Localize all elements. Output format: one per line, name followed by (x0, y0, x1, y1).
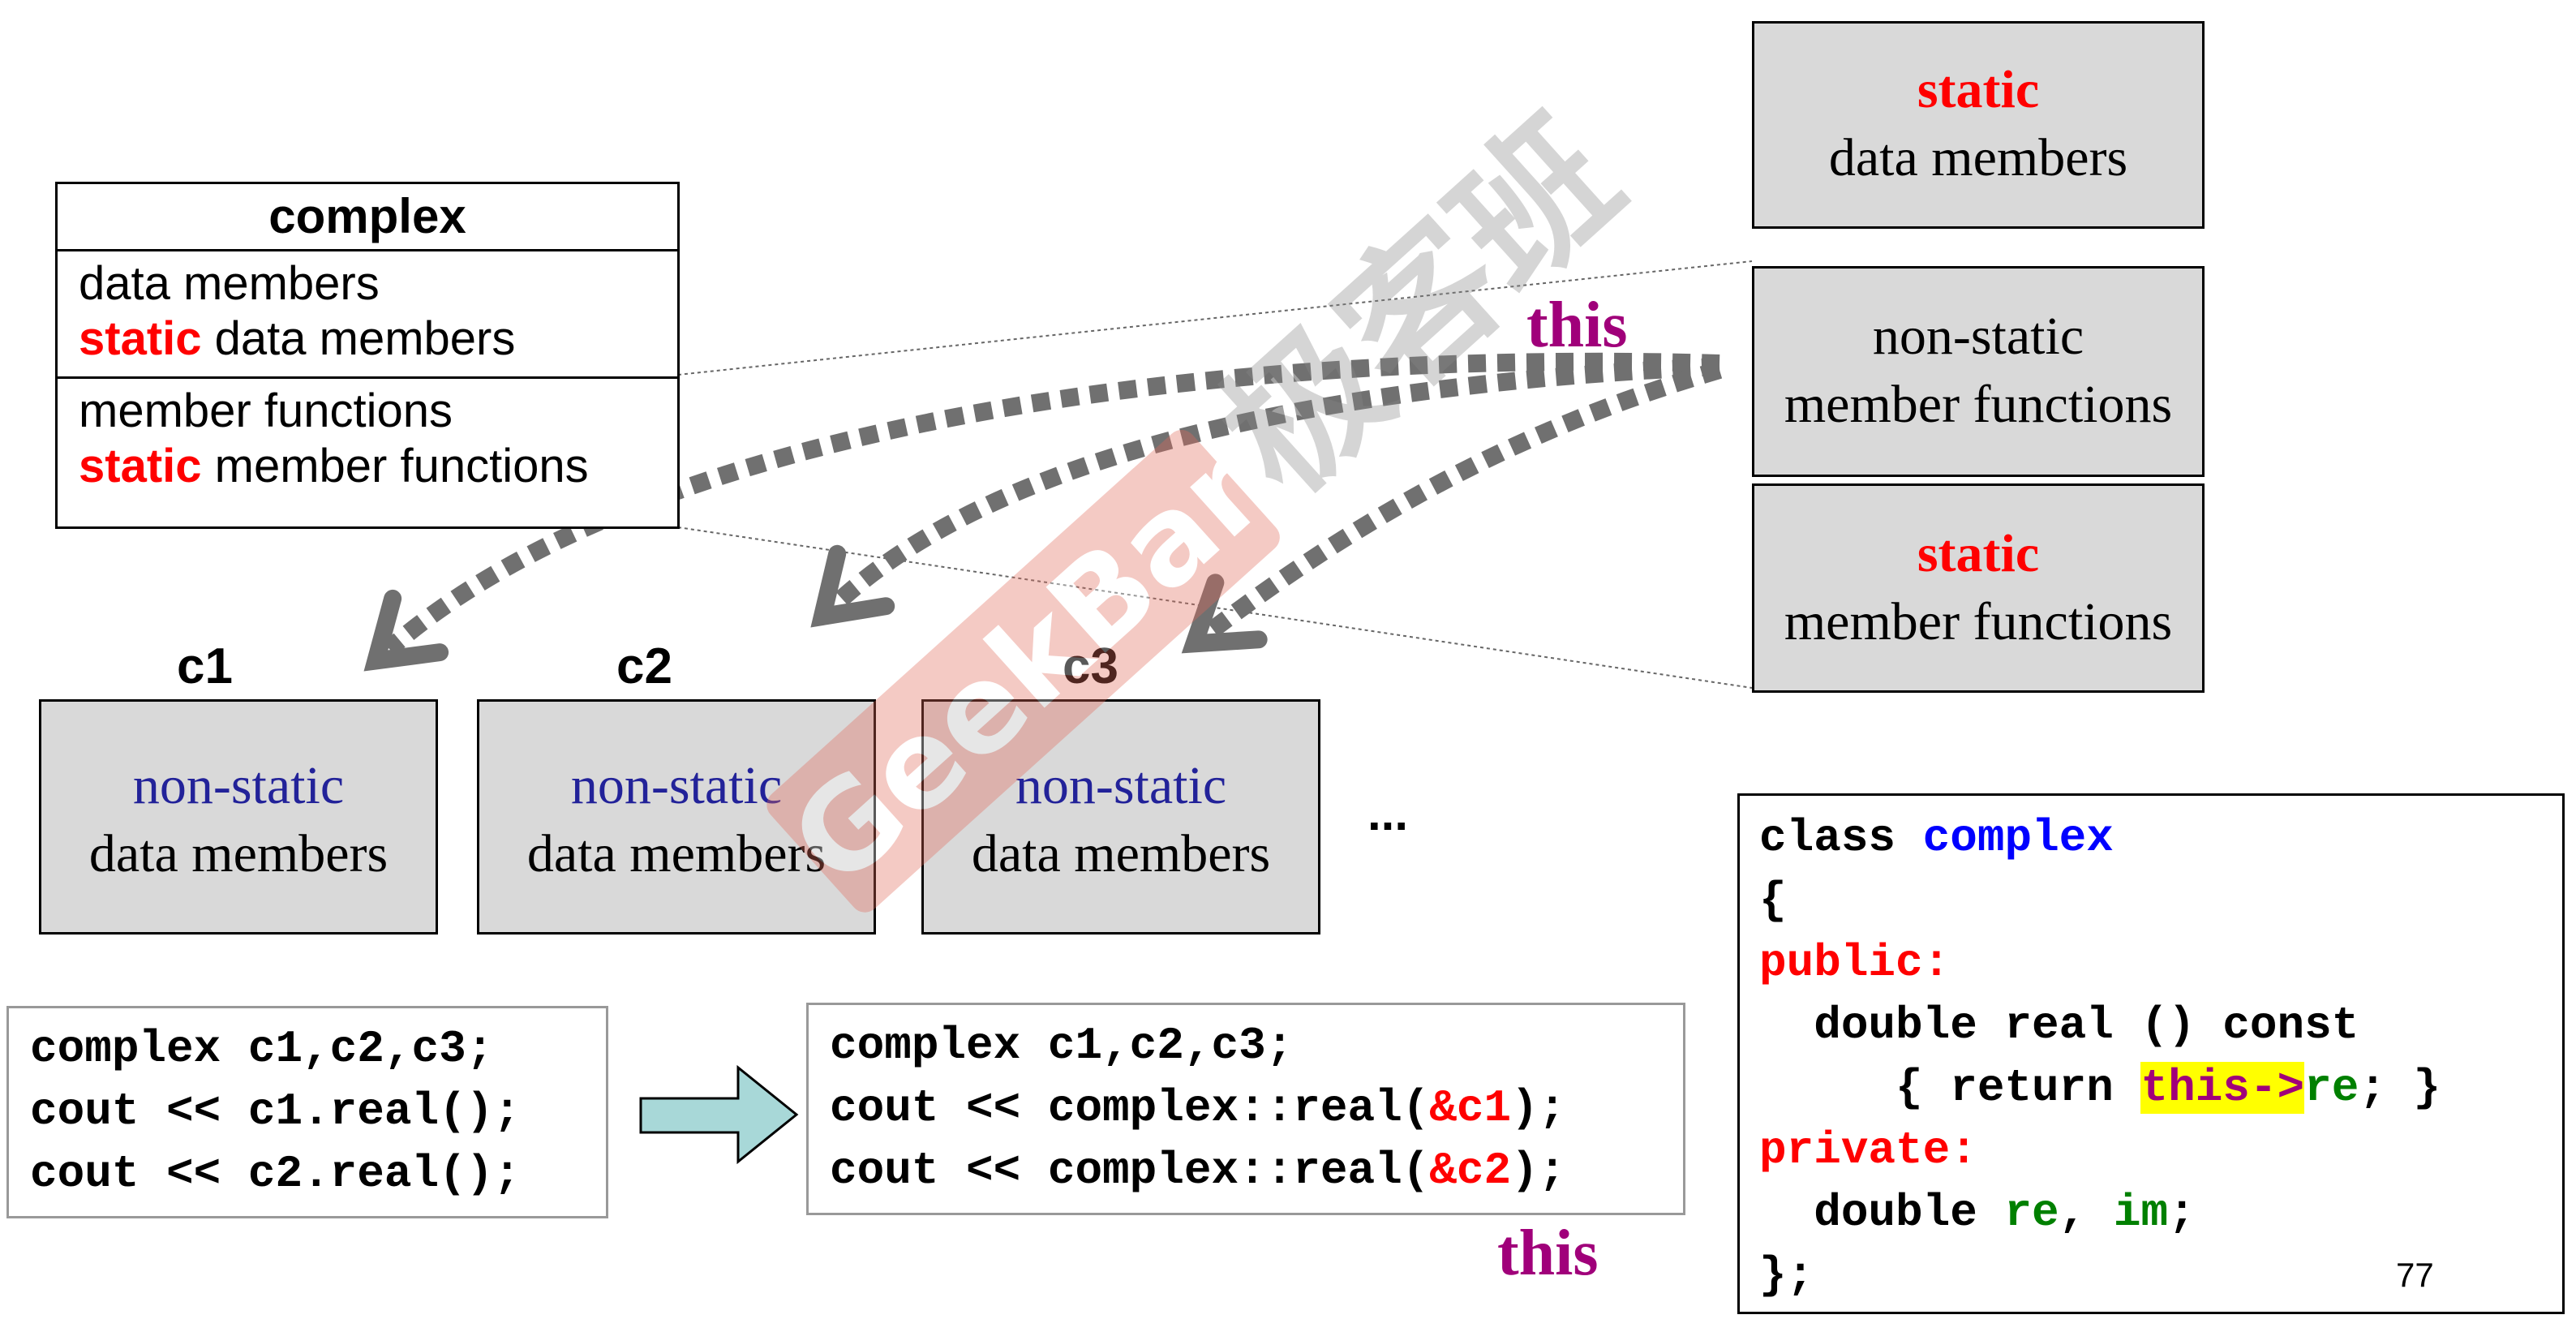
member-re: re (2304, 1062, 2359, 1114)
object-label-c2: c2 (616, 638, 672, 694)
object-c1-line2: data members (88, 824, 389, 883)
code-segment: ); (1511, 1145, 1566, 1197)
uml-class-title: complex (268, 189, 466, 243)
nonstatic-func-desc: member functions (1784, 375, 2173, 434)
code-line: { (1759, 874, 1787, 926)
object-c2-line1: non-static (570, 756, 783, 815)
object-c1-line1: non-static (132, 756, 345, 815)
code-line: complex c1,c2,c3; (30, 1023, 494, 1075)
nonstatic-member-functions-box: non-static member functions (1752, 266, 2205, 477)
code-segment: cout << complex::real( (830, 1082, 1430, 1134)
code-segment: { return (1759, 1062, 2141, 1114)
code-line: double re, im; (1759, 1182, 2543, 1244)
code-segment: , (2059, 1187, 2114, 1239)
static-func-label: static (1917, 524, 2040, 583)
this-pointer-highlight: this-> (2140, 1062, 2305, 1114)
object-label-c1: c1 (177, 638, 233, 694)
code-line: complex c1,c2,c3; (830, 1020, 1294, 1072)
object-c3-line2: data members (971, 824, 1271, 883)
code-segment: double (1759, 1187, 2005, 1239)
object-c2-line2: data members (526, 824, 826, 883)
object-c3-line1: non-static (1015, 756, 1227, 815)
code-line: cout << c2.real(); (30, 1148, 521, 1200)
this-keyword: this-> (2140, 1062, 2305, 1114)
uml-data-section: data members static data members (58, 249, 677, 376)
this-label-bottom: this (1497, 1218, 1599, 1289)
uml-static-member-functions: static member functions (79, 439, 656, 494)
uml-static-data-rest: data members (201, 312, 516, 365)
this-arrow-c1 (363, 352, 1720, 672)
object-box-c3: non-static data members (921, 699, 1320, 935)
member-im: im (2113, 1187, 2169, 1239)
code-keyword: class (1759, 812, 1923, 864)
this-arrow-c3 (1181, 361, 1723, 654)
static-func-desc: member functions (1784, 592, 2173, 651)
static-member-functions-box: static member functions (1752, 483, 2205, 693)
code-segment: ); (1511, 1082, 1566, 1134)
uml-data-members: data members (79, 257, 380, 310)
member-re: re (2004, 1187, 2059, 1239)
static-keyword: static (79, 312, 202, 365)
code-line: cout << complex::real(&c1); (830, 1077, 1662, 1140)
code-line: cout << c1.real(); (30, 1085, 521, 1137)
uml-class-box: complex data members static data members… (55, 182, 680, 529)
code-line: double real () const (1759, 999, 2359, 1051)
access-private: private: (1759, 1124, 1977, 1176)
code-line: }; (1759, 1249, 1814, 1301)
access-public: public: (1759, 937, 1951, 989)
leader-line-top (677, 260, 1753, 376)
static-data-members-box: static data members (1752, 21, 2205, 229)
uml-static-func-rest: member functions (201, 440, 589, 492)
uml-function-section: member functions static member functions (58, 376, 677, 494)
code-box-original: complex c1,c2,c3; cout << c1.real(); cout … (6, 1006, 608, 1218)
static-data-desc: data members (1828, 128, 2128, 187)
leader-line-bottom (677, 526, 1753, 689)
class-code-box: class complex{public: double real () con… (1737, 793, 2565, 1314)
nonstatic-func-label: non-static (1872, 307, 2084, 366)
static-keyword: static (79, 440, 202, 492)
this-arrow-c2 (810, 358, 1720, 628)
code-segment: ; } (2359, 1062, 2441, 1114)
transform-arrow (639, 1064, 799, 1165)
uml-static-data-members: static data members (79, 312, 656, 367)
static-data-label: static (1917, 60, 2040, 119)
ellipsis: ... (1367, 786, 1409, 840)
code-line: cout << complex::real(&c2); (830, 1140, 1662, 1202)
address-arg-c1: &c1 (1429, 1082, 1512, 1134)
code-segment: ; (2168, 1187, 2196, 1239)
object-box-c1: non-static data members (39, 699, 438, 935)
class-name: complex (1922, 812, 2114, 864)
code-line: { return this->re; } (1759, 1057, 2543, 1119)
uml-member-functions: member functions (79, 385, 453, 437)
page-number: 77 (2396, 1256, 2434, 1294)
object-box-c2: non-static data members (477, 699, 876, 935)
address-arg-c2: &c2 (1429, 1145, 1512, 1197)
this-label-top: this (1526, 290, 1628, 361)
code-line: class complex (1759, 807, 2543, 870)
code-box-translated: complex c1,c2,c3;cout << complex::real(&… (806, 1003, 1685, 1215)
object-label-c3: c3 (1063, 638, 1118, 694)
code-segment: cout << complex::real( (830, 1145, 1430, 1197)
